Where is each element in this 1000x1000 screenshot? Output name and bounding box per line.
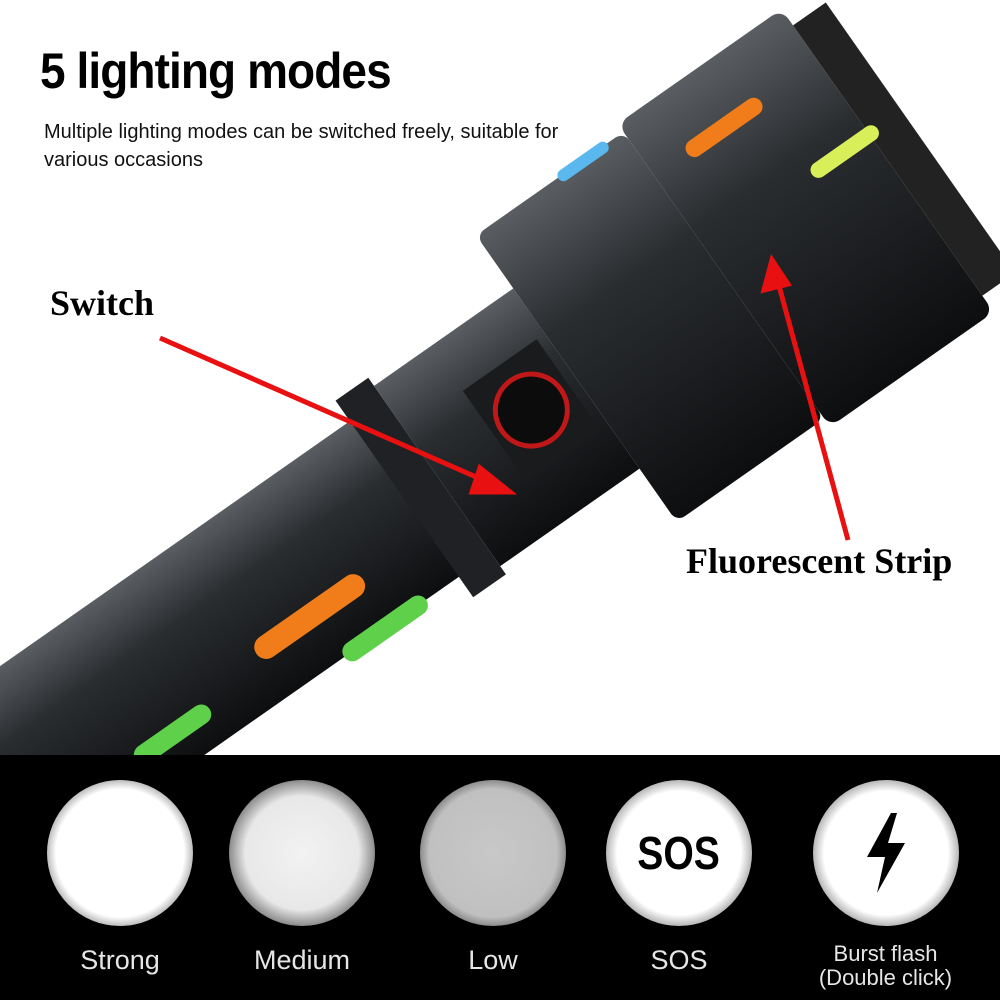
mode-strong: Strong <box>35 780 205 975</box>
low-light-icon <box>420 780 566 926</box>
mode-burst: Burst flash (Double click) <box>798 780 973 990</box>
sos-icon-text: SOS <box>637 827 721 879</box>
mode-sublabel: (Double click) <box>818 965 953 990</box>
flashlight-illustration <box>0 2 1000 760</box>
burst-light-icon <box>812 780 959 926</box>
switch-arrow <box>158 335 518 495</box>
strip-callout: Fluorescent Strip <box>686 541 953 581</box>
mode-label: Strong <box>80 945 160 975</box>
mode-label: Burst flash <box>833 941 938 966</box>
mode-label: SOS <box>650 945 708 975</box>
sos-light-icon: SOS <box>606 780 752 926</box>
mode-label: Medium <box>253 945 351 975</box>
strip-arrow <box>760 254 851 541</box>
switch-button <box>492 371 570 449</box>
mode-label: Low <box>468 945 518 975</box>
subtitle: Multiple lighting modes can be switched … <box>44 121 559 171</box>
medium-light-icon <box>229 780 375 926</box>
mode-sos: SOS SOS <box>594 780 764 975</box>
page-title: 5 lighting modes <box>40 43 392 99</box>
mode-low: Low <box>408 780 578 975</box>
mode-medium: Medium <box>217 780 387 975</box>
lightning-icon <box>866 813 905 893</box>
strong-light-icon <box>47 780 193 926</box>
switch-callout: Switch <box>50 283 155 323</box>
